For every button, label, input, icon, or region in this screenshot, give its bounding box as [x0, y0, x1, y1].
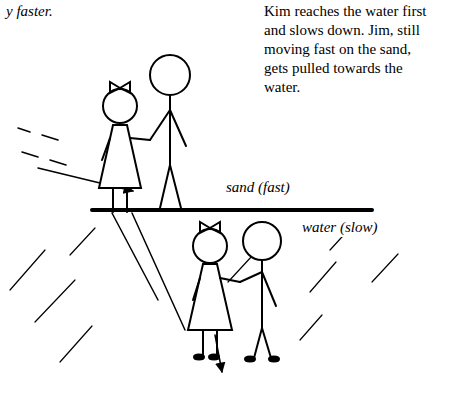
caption-fragment: y faster.: [4, 2, 55, 21]
interface-line: [92, 208, 372, 212]
jim-figure-sand: [150, 55, 190, 208]
kim-figure-water: [188, 222, 240, 372]
explanation-note: Kim reaches the water first and slows do…: [262, 2, 434, 97]
refracted-path: [132, 213, 185, 330]
region-label: water (slow): [300, 218, 379, 237]
water-hatching: [10, 226, 398, 362]
region-label: sand (fast): [224, 178, 292, 197]
jim-figure-water: [240, 222, 281, 362]
sand-hatching: [18, 128, 66, 165]
kim-figure-sand: [99, 82, 150, 212]
